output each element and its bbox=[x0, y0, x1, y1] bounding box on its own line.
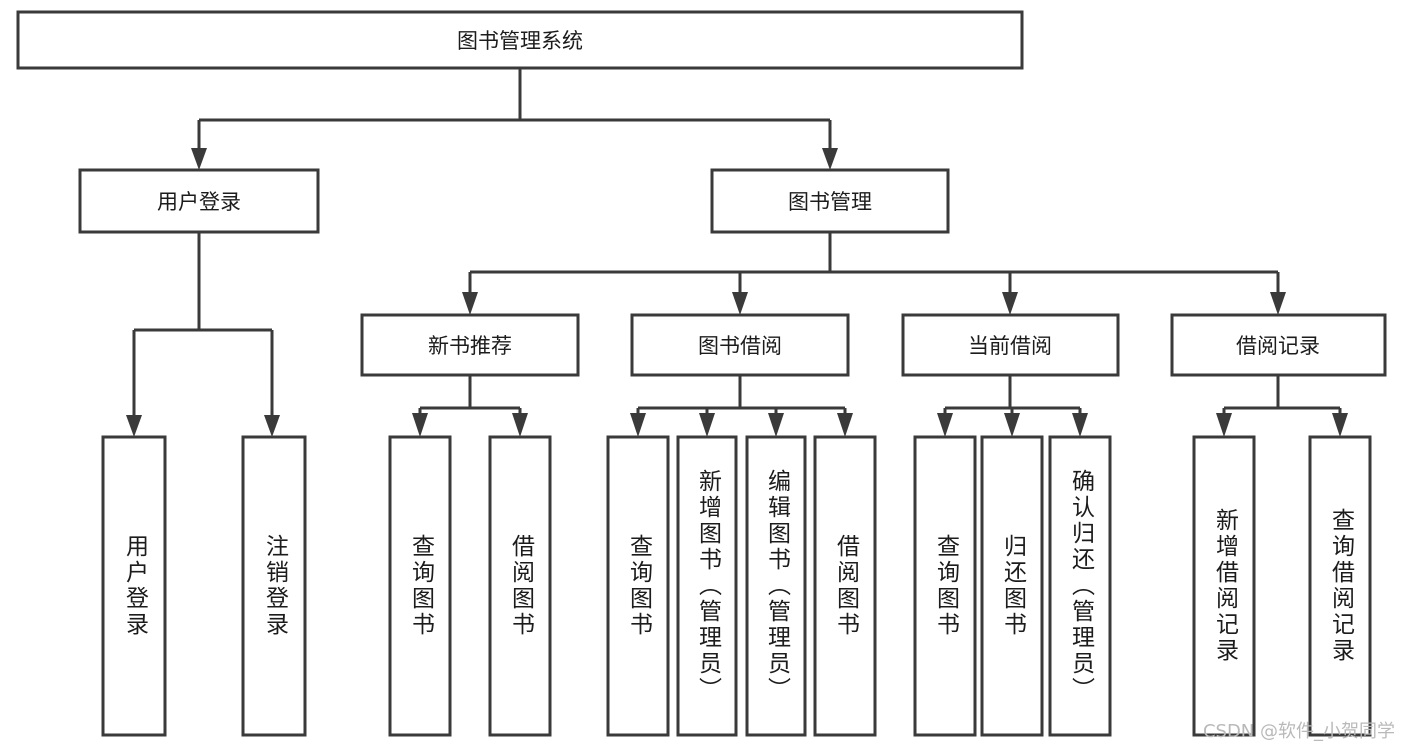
connector-group-user-login bbox=[126, 232, 280, 437]
node-current-borrow-box[interactable] bbox=[901, 313, 1120, 377]
leaf-user-login-1[interactable] bbox=[101, 435, 167, 737]
arrowhead-current-borrow-l1 bbox=[937, 413, 953, 437]
leaf-user-login-2-box[interactable] bbox=[241, 435, 307, 737]
arrowhead-book-borrow-l4 bbox=[837, 413, 853, 437]
node-borrow-record-box[interactable] bbox=[1170, 313, 1387, 377]
leaf-book-borrow-4[interactable] bbox=[813, 435, 877, 737]
leaf-current-borrow-2-box[interactable] bbox=[980, 435, 1044, 737]
node-borrow-record-label: 借阅记录 bbox=[1236, 334, 1320, 358]
leaf-book-borrow-3-box[interactable] bbox=[745, 435, 807, 737]
arrowhead-current-borrow-l2 bbox=[1004, 413, 1020, 437]
arrowhead-book-borrow-l2 bbox=[699, 413, 715, 437]
node-new-book-recommend-box[interactable] bbox=[360, 313, 580, 377]
arrowhead-current-borrow-l3 bbox=[1072, 413, 1088, 437]
node-user-login[interactable]: 用户登录 bbox=[78, 168, 320, 234]
node-book-borrow-label: 图书借阅 bbox=[698, 334, 782, 358]
node-new-book-recommend[interactable]: 新书推荐 bbox=[360, 313, 580, 377]
leaf-new-book-1-box[interactable] bbox=[388, 435, 452, 737]
leaf-new-book-2-box[interactable] bbox=[488, 435, 552, 737]
node-borrow-record[interactable]: 借阅记录 bbox=[1170, 313, 1387, 377]
leaf-user-login-1-box[interactable] bbox=[101, 435, 167, 737]
connector-group-root bbox=[191, 68, 838, 170]
arrowhead-user-login-leaf1 bbox=[126, 415, 142, 437]
leaf-borrow-record-2[interactable] bbox=[1308, 435, 1372, 737]
arrowhead-book-manage-c3 bbox=[1002, 292, 1018, 315]
arrowhead-new-book-l2 bbox=[512, 413, 528, 437]
node-user-login-label: 用户登录 bbox=[157, 190, 241, 214]
node-root-system[interactable]: 图书管理系统 bbox=[16, 10, 1024, 70]
node-current-borrow[interactable]: 当前借阅 bbox=[901, 313, 1120, 377]
connector-group-book-borrow bbox=[630, 375, 853, 437]
node-book-borrow-box[interactable] bbox=[630, 313, 850, 377]
arrowhead-book-manage-c1 bbox=[462, 292, 478, 315]
leaf-borrow-record-1[interactable] bbox=[1192, 435, 1256, 737]
leaf-new-book-2[interactable] bbox=[488, 435, 552, 737]
node-root-system-box[interactable] bbox=[16, 10, 1024, 70]
leaf-book-borrow-3[interactable] bbox=[745, 435, 807, 737]
leaf-new-book-1[interactable] bbox=[388, 435, 452, 737]
leaf-user-login-2[interactable] bbox=[241, 435, 307, 737]
node-book-manage-label: 图书管理 bbox=[788, 190, 872, 214]
node-root-system-label: 图书管理系统 bbox=[457, 29, 583, 53]
connector-group-book-manage bbox=[462, 232, 1286, 315]
node-book-manage[interactable]: 图书管理 bbox=[710, 168, 950, 234]
node-book-manage-box[interactable] bbox=[710, 168, 950, 234]
leaf-book-borrow-1-box[interactable] bbox=[606, 435, 670, 737]
arrowhead-new-book-l1 bbox=[412, 413, 428, 437]
arrowhead-book-borrow-l1 bbox=[630, 413, 646, 437]
leaf-current-borrow-1-box[interactable] bbox=[913, 435, 977, 737]
node-user-login-box[interactable] bbox=[78, 168, 320, 234]
leaf-current-borrow-3-box[interactable] bbox=[1048, 435, 1112, 737]
connector-group-borrow-record bbox=[1216, 375, 1348, 437]
arrowhead-book-borrow-l3 bbox=[768, 413, 784, 437]
arrowhead-book-manage-c2 bbox=[732, 292, 748, 315]
arrowhead-borrow-record-l1 bbox=[1216, 413, 1232, 437]
connector-group-current-borrow bbox=[937, 375, 1088, 437]
leaf-current-borrow-2[interactable] bbox=[980, 435, 1044, 737]
connector-group-new-book bbox=[412, 375, 528, 437]
leaf-current-borrow-3[interactable] bbox=[1048, 435, 1112, 737]
leaf-book-borrow-1[interactable] bbox=[606, 435, 670, 737]
node-current-borrow-label: 当前借阅 bbox=[968, 334, 1052, 358]
node-book-borrow[interactable]: 图书借阅 bbox=[630, 313, 850, 377]
arrowhead-user-login-leaf2 bbox=[264, 415, 280, 437]
leaf-book-borrow-4-box[interactable] bbox=[813, 435, 877, 737]
leaf-borrow-record-2-box[interactable] bbox=[1308, 435, 1372, 737]
leaf-book-borrow-2[interactable] bbox=[676, 435, 738, 737]
leaf-borrow-record-1-box[interactable] bbox=[1192, 435, 1256, 737]
leaf-book-borrow-2-box[interactable] bbox=[676, 435, 738, 737]
node-new-book-recommend-label: 新书推荐 bbox=[428, 334, 512, 358]
leaf-current-borrow-1[interactable] bbox=[913, 435, 977, 737]
arrowhead-root-to-book-manage bbox=[822, 148, 838, 170]
arrowhead-book-manage-c4 bbox=[1270, 292, 1286, 315]
arrowhead-borrow-record-l2 bbox=[1332, 413, 1348, 437]
arrowhead-root-to-user-login bbox=[191, 148, 207, 170]
